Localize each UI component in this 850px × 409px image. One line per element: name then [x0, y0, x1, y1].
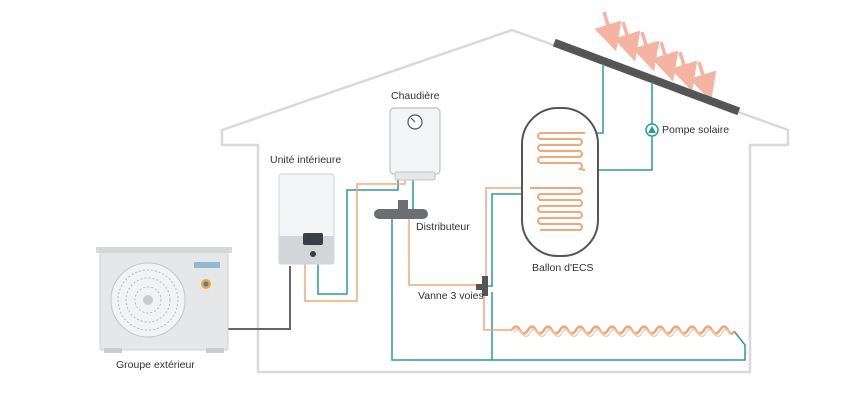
solar-pipe-loop [597, 64, 653, 171]
cold-pipes [317, 178, 746, 361]
indoor-unit [278, 173, 335, 265]
tank-solar-coil [537, 132, 586, 171]
outdoor-unit [96, 247, 232, 353]
solar-pump-label: Pompe solaire [662, 124, 730, 136]
tank-heating-coil [530, 187, 583, 231]
indoor-unit-label: Unité intérieure [270, 154, 342, 166]
outdoor-connection-pipe [228, 266, 291, 330]
outdoor-unit-label: Groupe extérieur [116, 359, 195, 371]
three-way-valve-label: Vanne 3 voies [418, 290, 484, 302]
distributor-label: Distributeur [416, 221, 470, 233]
boiler-label: Chaudière [391, 90, 440, 102]
solar-pump-icon [645, 123, 659, 137]
solar-panel [552, 38, 741, 116]
hot-pipes [304, 178, 530, 331]
boiler [389, 107, 441, 181]
floor-heating-coil [510, 325, 736, 335]
sun-rays [594, 11, 717, 102]
distributor [374, 209, 428, 219]
floor-heating-coil-inner [513, 328, 731, 338]
water-tank-label: Ballon d'ECS [532, 262, 594, 274]
water-tank [521, 107, 599, 257]
three-way-valve [476, 276, 488, 296]
